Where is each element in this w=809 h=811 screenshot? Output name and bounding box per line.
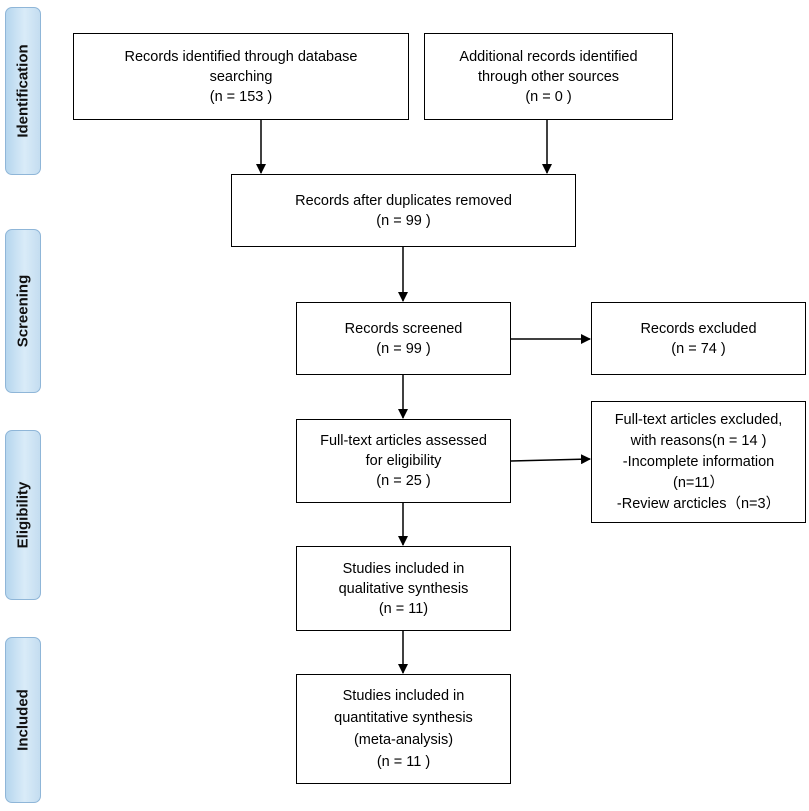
- stage-tab-screening: Screening: [5, 229, 41, 393]
- stage-tab-identification: Identification: [5, 7, 41, 175]
- box-other-sources-text: Additional records identified through ot…: [459, 48, 638, 105]
- box-records-excluded-text: Records excluded (n = 74 ): [640, 320, 757, 357]
- box-quantitative-synthesis: Studies included in quantitative synthes…: [296, 674, 511, 784]
- arrow-fulltext-to-excluded: [510, 454, 591, 465]
- box-records-screened: Records screened (n = 99 ): [296, 302, 511, 375]
- stage-tab-included: Included: [5, 637, 41, 803]
- box-qualitative-synthesis-text: Studies included in qualitative synthesi…: [338, 560, 469, 617]
- box-database-search: Records identified through database sear…: [73, 33, 409, 120]
- box-records-screened-text: Records screened (n = 99 ): [344, 320, 463, 357]
- box-fulltext-assessed: Full-text articles assessed for eligibil…: [296, 419, 511, 503]
- box-after-duplicates: Records after duplicates removed (n = 99…: [231, 174, 576, 247]
- box-database-search-text: Records identified through database sear…: [124, 48, 358, 105]
- box-qualitative-synthesis: Studies included in qualitative synthesi…: [296, 546, 511, 631]
- box-other-sources: Additional records identified through ot…: [424, 33, 673, 120]
- box-quantitative-synthesis-text: Studies included in quantitative synthes…: [334, 688, 473, 770]
- box-fulltext-excluded-text: Full-text articles excluded, with reason…: [614, 411, 783, 512]
- box-fulltext-assessed-text: Full-text articles assessed for eligibil…: [320, 433, 487, 489]
- stage-tab-eligibility: Eligibility: [5, 430, 41, 600]
- box-after-duplicates-text: Records after duplicates removed (n = 99…: [295, 192, 512, 229]
- box-records-excluded: Records excluded (n = 74 ): [591, 302, 806, 375]
- box-fulltext-excluded: Full-text articles excluded, with reason…: [591, 401, 806, 523]
